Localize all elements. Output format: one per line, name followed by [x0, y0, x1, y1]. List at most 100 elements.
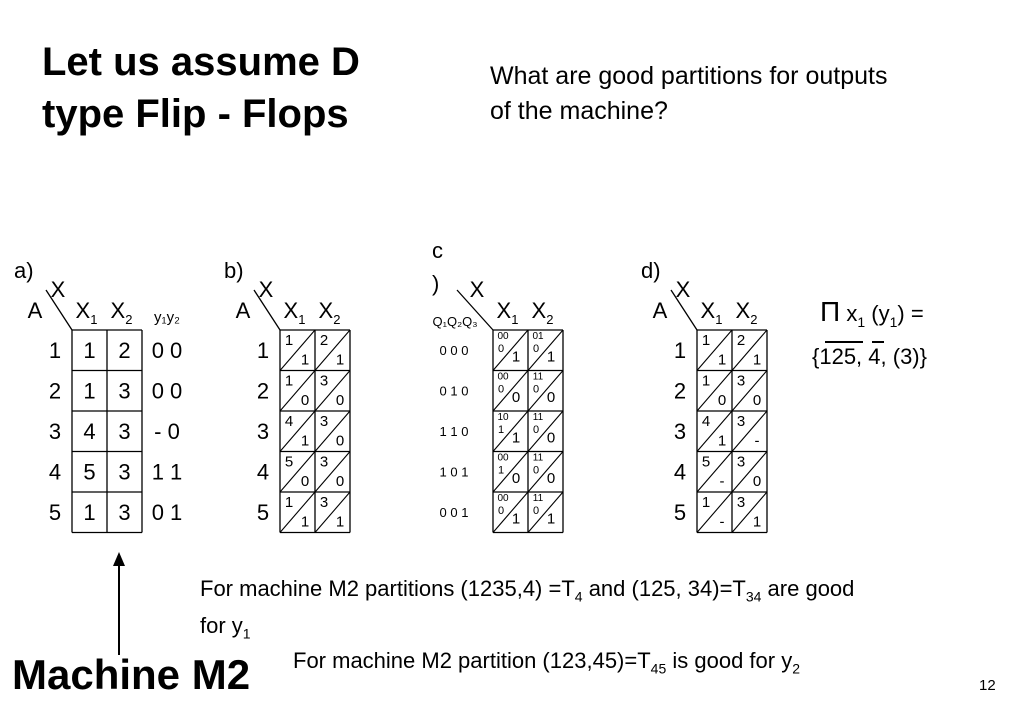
table-c-col-label: X1	[497, 298, 519, 327]
table-a-cell: 3	[118, 379, 130, 404]
overbar-125	[825, 341, 863, 343]
table-c-next-q1q2: 00	[497, 453, 509, 464]
question-text: What are good partitions for outputs of …	[490, 62, 888, 125]
table-c-cell-diagonal	[527, 451, 564, 493]
table-b-col-label: X2	[319, 298, 341, 327]
table-d-row-header: A	[653, 298, 668, 323]
table-b-cell-output: 1	[336, 514, 344, 531]
table-a-row-number: 4	[49, 460, 61, 485]
table-c-cell-output: 0	[547, 389, 555, 406]
table-c-next-q1q2: 10	[497, 412, 509, 423]
table-c-next-q1q2: 11	[533, 493, 544, 504]
table-b-cell-output: 0	[301, 392, 309, 409]
table-d-cell-output: 1	[718, 352, 726, 369]
machine-label: Machine M2	[12, 651, 251, 698]
pi-arg-sub: 1	[889, 314, 898, 330]
table-b-next-state: 5	[285, 454, 293, 471]
table-a-row-header: A	[28, 298, 43, 323]
table-b-row-number: 5	[257, 500, 269, 525]
table-d-cell-output: 0	[753, 473, 761, 490]
table-a-corner-line	[45, 289, 73, 331]
statement-y2: For machine M2 partition (123,45)=T45 is…	[293, 646, 800, 683]
table-b-cell-diagonal	[314, 491, 351, 533]
pi-formula: Π x1 (y1) =	[820, 296, 924, 330]
table-c-corner-line	[456, 289, 494, 331]
table-d-cell-diagonal	[696, 410, 733, 452]
table-c-state-code: 1 1 0	[440, 424, 469, 439]
table-a-output: 0 0	[152, 338, 183, 363]
table-b-cell-output: 0	[301, 473, 309, 490]
table-b-col-header: X	[259, 277, 274, 302]
table-c-state-code: 0 1 0	[440, 384, 469, 399]
pi-var: x	[846, 301, 858, 326]
table-a-output: 0 1	[152, 500, 183, 525]
table-c-next-q3: 0	[533, 384, 539, 396]
arrow-head	[113, 552, 125, 566]
slide-title: Let us assume D type Flip - Flops	[42, 40, 360, 136]
statement-y1-line2: for y	[200, 613, 243, 639]
table-b-cell-diagonal	[279, 370, 316, 412]
statement-y1-part1: For machine M2 partitions (1235,4) =T	[200, 576, 575, 601]
table-c-label: c	[432, 238, 443, 263]
statement-y1-part3: are good	[761, 576, 855, 601]
table-d-next-state: 2	[737, 332, 745, 349]
table-c-next-q3: 0	[533, 465, 539, 477]
table-b-cell-diagonal	[314, 329, 351, 371]
table-c-state-code: 0 0 1	[440, 505, 469, 520]
table-a-output-header: y₁y₂	[154, 309, 180, 326]
table-d-col-label: X2	[736, 298, 758, 327]
table-c-cell-diagonal	[492, 329, 529, 371]
statement-y1-part2: and (125, 34)=T	[582, 576, 746, 601]
table-d-row-number: 5	[674, 500, 686, 525]
table-d-col-header: X	[676, 277, 691, 302]
table-c-cell-output: 1	[512, 511, 520, 528]
overbar-4	[872, 341, 884, 343]
table-d-cell-diagonal	[731, 370, 768, 412]
table-c-next-q1q2: 00	[497, 493, 509, 504]
table-c-state-code: 0 0 0	[440, 343, 469, 358]
table-d-cell-diagonal	[696, 491, 733, 533]
table-a-col-label: X1	[76, 298, 98, 327]
statement-y2-part2: is good for y	[666, 648, 793, 673]
table-c-label-paren: )	[432, 271, 439, 296]
table-d-next-state: 1	[702, 373, 710, 390]
table-b-next-state: 1	[285, 494, 293, 511]
table-d-cell-diagonal	[731, 329, 768, 371]
table-a-cell: 3	[118, 419, 130, 444]
table-a-row-number: 5	[49, 500, 61, 525]
table-c-cell-output: 0	[547, 430, 555, 447]
table-d-next-state: 3	[737, 454, 745, 471]
table-b-row-number: 2	[257, 379, 269, 404]
table-b-cell-output: 1	[301, 433, 309, 450]
table-d-cell-diagonal	[696, 451, 733, 493]
table-d-cell-diagonal	[731, 410, 768, 452]
pi-arg: (y	[865, 301, 890, 326]
table-d-cell-output: -	[720, 473, 725, 490]
table-c-cell-output: 0	[512, 470, 520, 487]
table-b-next-state: 3	[320, 494, 328, 511]
table-b-cell-diagonal	[279, 451, 316, 493]
table-c-cell-output: 1	[512, 430, 520, 447]
table-d-row-number: 1	[674, 338, 686, 363]
table-d-cell-output: 0	[718, 392, 726, 409]
table-c-next-q3: 0	[533, 505, 539, 517]
table-d-next-state: 3	[737, 494, 745, 511]
table-b-cell-diagonal	[314, 370, 351, 412]
table-d-cell-diagonal	[731, 491, 768, 533]
page-number: 12	[979, 677, 996, 694]
pi-symbol: Π	[820, 296, 841, 327]
table-b-corner-line	[253, 289, 281, 331]
table-c-cell-diagonal	[527, 370, 564, 412]
table-b-cell-diagonal	[279, 329, 316, 371]
table-d-next-state: 4	[702, 413, 710, 430]
statement-y1-sub1: 4	[574, 588, 583, 605]
table-c-cell-diagonal	[492, 451, 529, 493]
pi-var-sub: 1	[857, 314, 866, 330]
table-b-cell-output: 1	[336, 352, 344, 369]
table-a-output: - 0	[154, 419, 180, 444]
table-c-cell-diagonal	[527, 329, 564, 371]
pi-arg-post: ) =	[897, 301, 924, 326]
pi-set: {125, 4, (3)}	[812, 344, 927, 369]
table-b-row-number: 1	[257, 338, 269, 363]
